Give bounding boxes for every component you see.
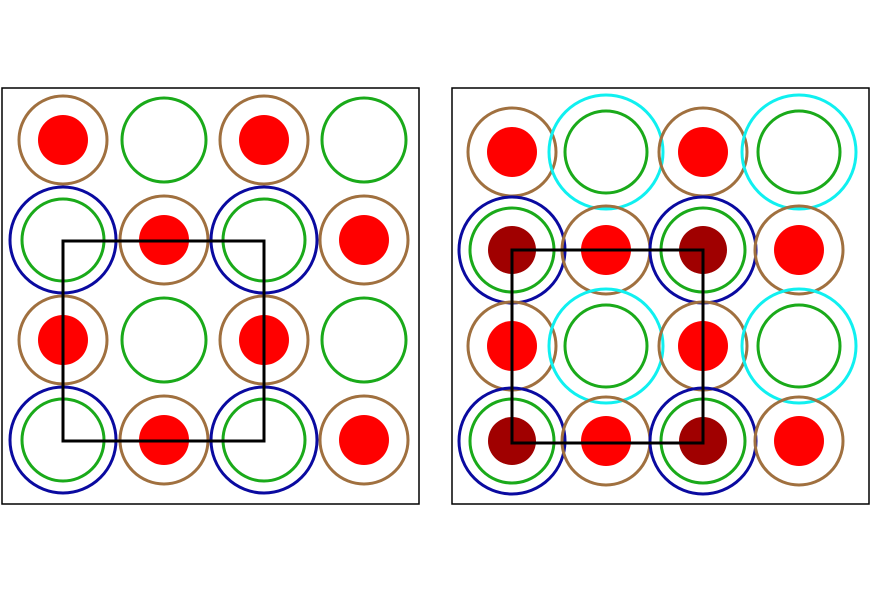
red-dot	[487, 127, 537, 177]
brown-ring	[318, 194, 410, 286]
brown-ring	[753, 204, 845, 296]
right-cell-3-3	[753, 395, 845, 487]
green-ring	[120, 296, 208, 384]
right-unit-cell-square	[510, 248, 705, 445]
red-dot	[339, 215, 389, 265]
left-panel	[1, 87, 420, 505]
cyan-ring	[547, 287, 665, 405]
right-cell-0-1	[547, 93, 665, 211]
brown-ring	[318, 394, 410, 486]
red-dot	[339, 415, 389, 465]
green-ring	[563, 303, 649, 389]
left-cell-1-3	[318, 194, 410, 286]
green-ring	[120, 96, 208, 184]
brown-ring	[17, 94, 109, 186]
right-panel-frame	[451, 87, 870, 505]
green-ring	[563, 109, 649, 195]
green-ring	[320, 96, 408, 184]
red-dot	[678, 127, 728, 177]
right-cell-0-2	[657, 106, 749, 198]
right-cell-2-1	[547, 287, 665, 405]
cyan-ring	[740, 287, 858, 405]
right-panel	[451, 87, 870, 505]
left-cell-2-1	[120, 296, 208, 384]
left-cell-0-3	[320, 96, 408, 184]
right-cell-3-1	[560, 395, 652, 487]
red-dot	[581, 416, 631, 466]
green-ring	[756, 109, 842, 195]
red-dot	[774, 225, 824, 275]
left-cell-3-3	[318, 394, 410, 486]
right-cell-0-0	[466, 106, 558, 198]
red-dot	[38, 115, 88, 165]
left-unit-cell-square	[61, 239, 266, 443]
green-ring	[756, 303, 842, 389]
cyan-ring	[740, 93, 858, 211]
cyan-ring	[547, 93, 665, 211]
green-ring	[320, 296, 408, 384]
right-cell-1-3	[753, 204, 845, 296]
left-cell-0-1	[120, 96, 208, 184]
left-cell-0-2	[218, 94, 310, 186]
left-panel-frame	[1, 87, 420, 505]
left-cell-0-0	[17, 94, 109, 186]
brown-ring	[753, 395, 845, 487]
red-dot	[239, 115, 289, 165]
right-cell-0-3	[740, 93, 858, 211]
red-dot	[774, 416, 824, 466]
left-cell-2-3	[320, 296, 408, 384]
right-cell-2-3	[740, 287, 858, 405]
brown-ring	[218, 94, 310, 186]
